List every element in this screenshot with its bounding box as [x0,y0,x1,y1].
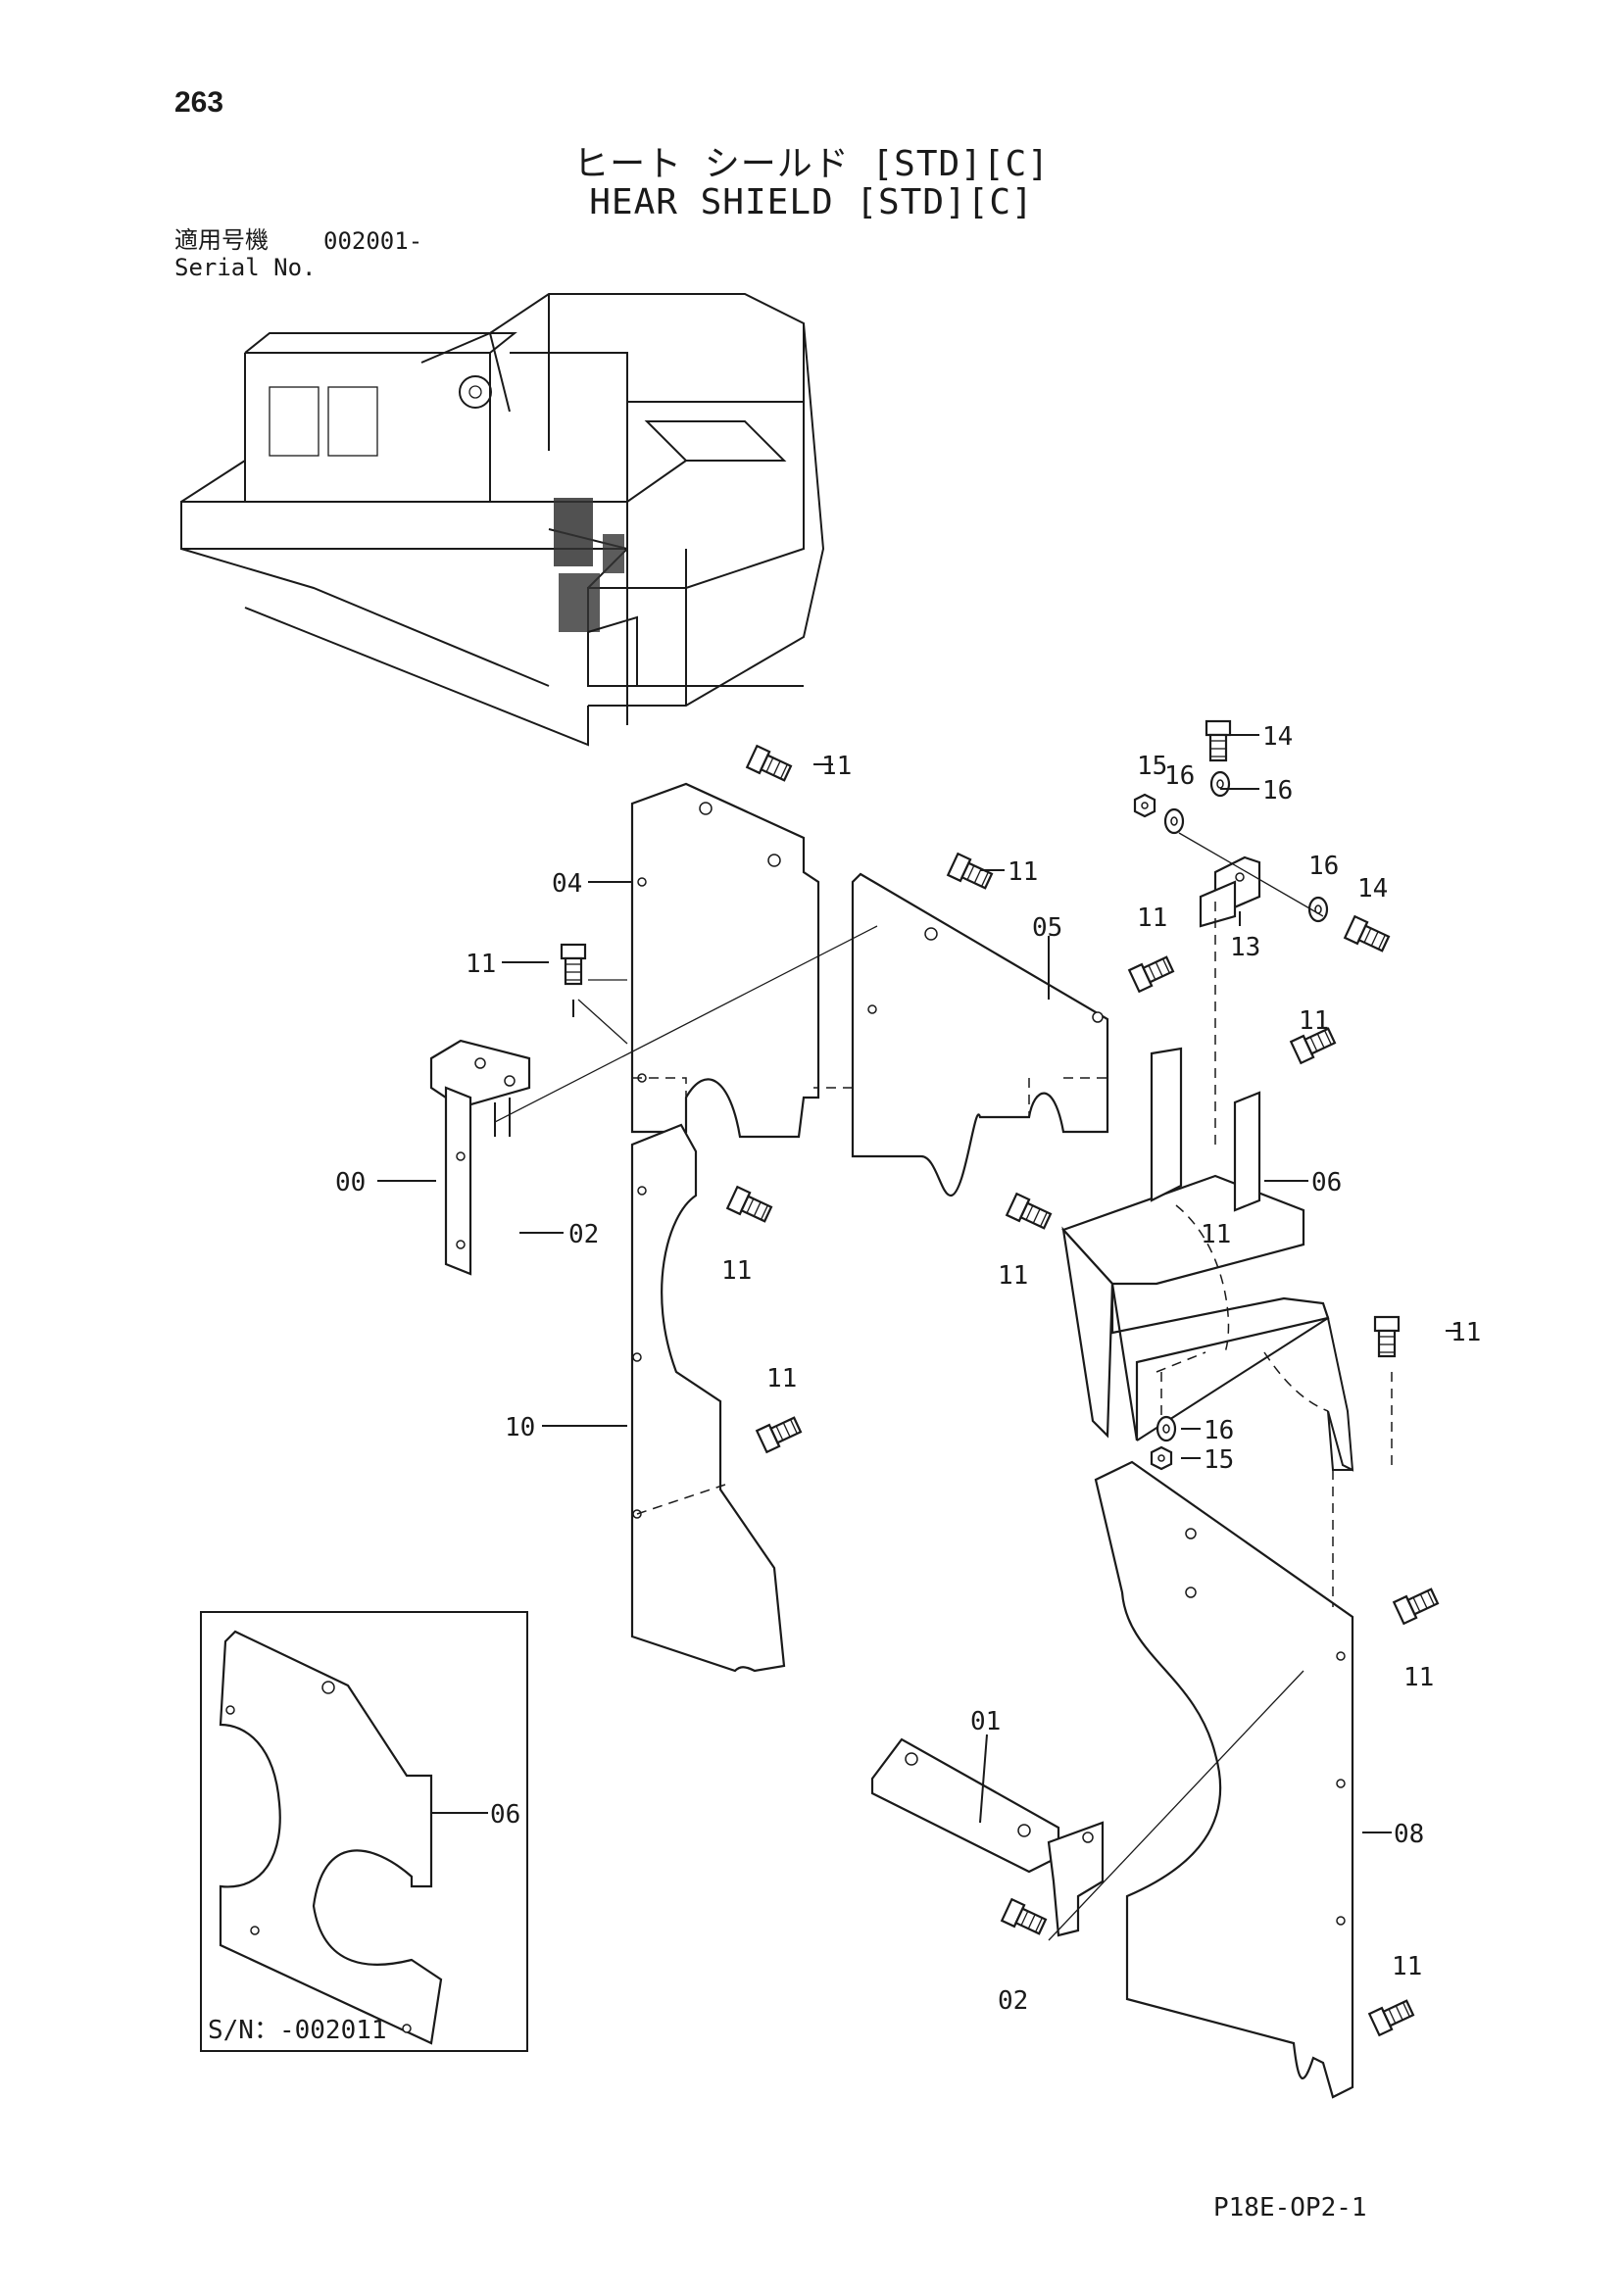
callout-leaders [377,734,1460,1833]
callout-14-top: 14 [1262,722,1293,752]
washer-icon [1209,770,1231,798]
callout-02-upper: 02 [568,1220,599,1249]
bolt-icon [1289,1027,1337,1065]
bolt-icon [1373,1315,1401,1358]
bolt-icon [755,1416,803,1454]
bolt-icon [745,744,793,782]
bolt-icon [1205,719,1232,762]
part-05-shield-panel [851,872,1109,1197]
document-code: P18E-OP2-1 [1213,2193,1367,2223]
bolt-icon [1005,1192,1053,1230]
bolt-icon [946,852,994,890]
part-06-duct [1061,1047,1354,1472]
callout-05: 05 [1032,913,1062,943]
serial-range: 002001- [323,227,423,255]
callout-11-f: 11 [721,1256,752,1286]
callout-08: 08 [1394,1820,1424,1849]
serial-label-japanese: 適用号機 [174,226,269,254]
callout-16-b: 16 [1262,776,1293,806]
callout-00: 00 [335,1168,366,1197]
callout-16-c: 16 [1308,852,1339,881]
bolt-icon [1000,1897,1048,1935]
machine-overview-illustration [180,293,825,747]
callout-15-top: 15 [1137,752,1167,781]
nut-icon [1133,793,1156,818]
title-english: HEAR SHIELD [STD][C] [589,182,1034,222]
washer-icon [1163,807,1185,835]
callout-11-h: 11 [1451,1318,1481,1347]
title-japanese: ヒート シールド [STD][C] [573,144,1050,184]
inset-serial-label: S/N：-002011 [208,2016,387,2045]
callout-02-lower: 02 [998,1986,1028,2016]
part-13-bracket [1199,855,1261,928]
callout-11-i: 11 [766,1364,797,1393]
callout-06: 06 [1311,1168,1342,1197]
bolt-icon [1392,1588,1440,1626]
bolt-icon [560,943,587,986]
callout-14-right: 14 [1357,874,1388,904]
callout-04: 04 [552,869,582,899]
part-08-rear-shield [1094,1460,1354,2099]
bolt-icon [1367,1999,1415,2037]
callout-11-a: 11 [821,752,852,781]
callout-16-a: 16 [1164,761,1195,791]
callout-16-d: 16 [1204,1416,1234,1445]
part-10-lower-shield [630,1123,786,1673]
callout-01: 01 [970,1707,1001,1736]
bolt-icon [1343,914,1391,953]
nut-icon [1150,1445,1173,1471]
callout-11-l: 11 [1201,1220,1231,1249]
part-00-bracket [429,1039,531,1276]
callout-10: 10 [505,1413,535,1442]
page-number: 263 [174,86,224,119]
washer-icon [1156,1415,1177,1442]
callout-numbers: 04 05 06 00 02 10 01 08 02 13 14 14 15 1… [335,722,1481,2016]
bolt-icon [1127,955,1175,994]
callout-13: 13 [1230,933,1260,962]
assembly-center-lines [494,832,1393,1941]
callout-11-k: 11 [1392,1952,1422,1981]
callout-11-e: 11 [1299,1006,1329,1036]
callout-11-d: 11 [1137,904,1167,933]
callout-11-g: 11 [998,1261,1028,1291]
callout-11-c: 11 [466,950,496,979]
fastener-bolts [560,719,1440,2037]
part-04-shield-panel [630,782,820,1139]
bolt-icon [725,1185,773,1223]
serial-label-english: Serial No. [174,254,317,281]
callout-15-lower: 15 [1204,1445,1234,1475]
callout-11-b: 11 [1008,857,1038,887]
part-01-bracket [870,1737,1105,1937]
inset-older-serial: 06 S/N：-002011 [200,1611,528,2052]
inset-part-label: 06 [490,1800,520,1830]
callout-11-j: 11 [1403,1663,1434,1692]
